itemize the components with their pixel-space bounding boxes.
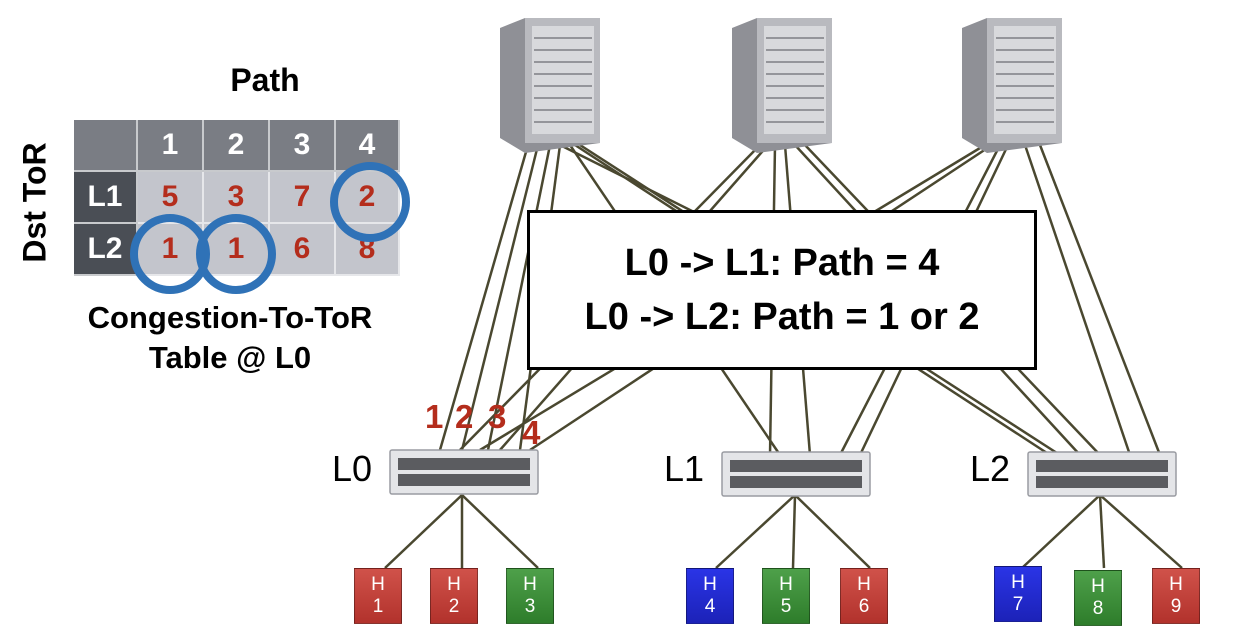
host-number: 2: [448, 596, 460, 617]
host-label: H: [1091, 576, 1105, 597]
link-l2-h8: [1098, 494, 1106, 569]
host-h8: H 8: [1074, 570, 1122, 626]
leaf-label-l1: L1: [664, 448, 705, 489]
link-l1-h4: [715, 494, 796, 569]
spine-switch-2: [732, 18, 832, 153]
link-s3-l2-b: [1038, 144, 1162, 456]
table-caption-line1: Congestion-To-ToR: [87, 300, 373, 335]
leaf-label-l2: L2: [970, 448, 1011, 489]
path-decision-line2: L0 -> L2: Path = 1 or 2: [584, 296, 980, 338]
table-col-header: 3: [270, 120, 336, 172]
host-number: 9: [1170, 596, 1182, 617]
spine-switch-3: [962, 18, 1062, 153]
table-row-header: L2: [74, 224, 138, 276]
leaf-switch-2: [1027, 451, 1177, 497]
host-h4: H 4: [686, 568, 734, 624]
link-l2-h7: [1021, 494, 1101, 569]
link-s1-l0-c: [486, 144, 552, 451]
host-h9: H 9: [1152, 568, 1200, 624]
leaf-switch-0: [389, 449, 539, 495]
table-cell: 7: [270, 172, 336, 224]
link-l2-h9: [1099, 494, 1183, 569]
highlight-circle-l2-path2: [196, 214, 276, 294]
host-label: H: [779, 574, 793, 595]
host-h6: H 6: [840, 568, 888, 624]
link-l0-h3: [461, 494, 539, 569]
port-number: 3: [488, 398, 507, 435]
port-number: 2: [455, 398, 474, 435]
port-number: 1: [425, 398, 444, 435]
table-cell: 6: [270, 224, 336, 276]
host-h3: H 3: [506, 568, 554, 624]
host-number: 4: [704, 596, 716, 617]
leaf-switch-1: [721, 451, 871, 497]
host-number: 6: [858, 596, 870, 617]
link-l1-h6: [794, 494, 871, 569]
link-s1-l0-a: [438, 144, 530, 451]
table-caption-line2: Table @ L0: [148, 340, 312, 375]
host-number: 8: [1092, 598, 1104, 619]
host-label: H: [1011, 572, 1025, 593]
table-row-axis-label: Dst ToR: [16, 142, 53, 263]
table-col-header: 2: [204, 120, 270, 172]
host-label: H: [371, 574, 385, 595]
path-decision-line1: L0 -> L1: Path = 4: [624, 242, 940, 284]
host-number: 5: [780, 596, 792, 617]
host-label: H: [447, 574, 461, 595]
leaf-label-l0: L0: [332, 448, 373, 489]
spine-switch-1: [500, 18, 600, 153]
link-l0-h1: [384, 494, 463, 569]
host-number: 1: [372, 596, 384, 617]
path-decision-box: L0 -> L1: Path = 4 L0 -> L2: Path = 1 or…: [527, 210, 1037, 370]
link-s1-l0-b: [460, 144, 540, 451]
link-s3-l2-a: [1023, 144, 1132, 456]
host-number: 3: [524, 596, 536, 617]
table-caption: Congestion-To-ToR Table @ L0: [40, 298, 420, 378]
port-number: 4: [522, 414, 541, 451]
host-h5: H 5: [762, 568, 810, 624]
host-label: H: [523, 574, 537, 595]
host-number: 7: [1012, 594, 1024, 615]
host-h2: H 2: [430, 568, 478, 624]
host-label: H: [857, 574, 871, 595]
host-label: H: [703, 574, 717, 595]
table-title: Path: [230, 62, 300, 98]
table-corner-cell: [74, 120, 138, 172]
table-col-header: 1: [138, 120, 204, 172]
host-label: H: [1169, 574, 1183, 595]
table-row-header: L1: [74, 172, 138, 224]
highlight-circle-l1-path4: [330, 162, 410, 242]
host-h1: H 1: [354, 568, 402, 624]
link-l1-h5: [791, 494, 797, 569]
leaf-host-links: [384, 494, 1183, 569]
host-h7: H 7: [994, 566, 1042, 622]
